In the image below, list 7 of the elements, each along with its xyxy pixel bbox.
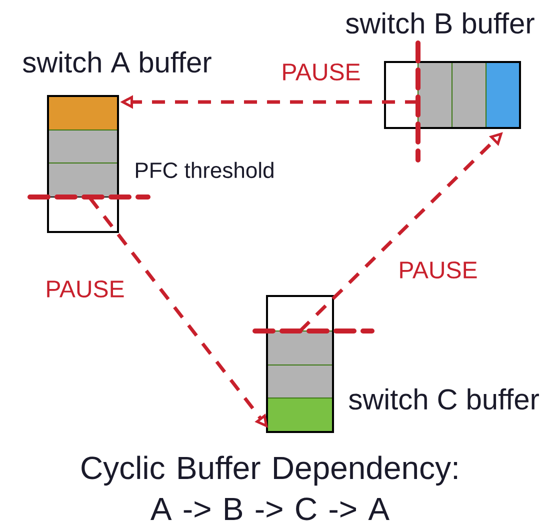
edge-label: PAUSE	[280, 62, 362, 82]
edge-label: PAUSE	[44, 280, 126, 298]
buffer-title: switch C buffer	[349, 388, 539, 410]
caption: Cyclic Buffer Dependency: A -> B -> C -> A	[82, 456, 458, 520]
buffer-title: switch A buffer	[22, 51, 212, 73]
edge-label: PAUSE	[397, 260, 479, 280]
buffer-title: switch B buffer	[346, 12, 534, 34]
